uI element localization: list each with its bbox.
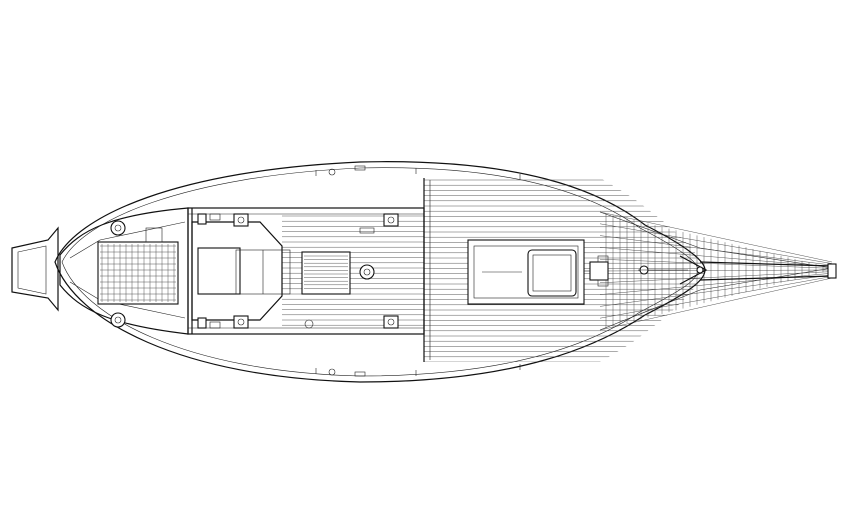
main-hatch xyxy=(301,251,351,295)
drawing-line xyxy=(599,276,833,319)
bowsprit-tip xyxy=(827,263,837,279)
drawing-line xyxy=(599,271,833,284)
drawing-line xyxy=(599,277,833,331)
drawing-line xyxy=(599,223,833,264)
bowsprit-netting xyxy=(599,211,837,331)
small-fitting-bottom xyxy=(304,319,314,329)
drawing-line xyxy=(599,269,833,272)
cleat-bottom-mid xyxy=(233,315,249,329)
drawing-line xyxy=(599,247,833,268)
windlass xyxy=(584,255,609,287)
foredeck xyxy=(423,178,431,362)
fore-hatch xyxy=(467,239,585,305)
maindeck-planking xyxy=(282,215,424,326)
small-fitting-top xyxy=(359,227,375,234)
deck-house xyxy=(191,221,291,321)
drawing-line xyxy=(599,274,833,307)
cleat-top-fwd xyxy=(383,213,399,227)
capstan xyxy=(359,264,375,280)
gunwale-fittings xyxy=(315,165,521,377)
stern-bollard-bottom xyxy=(110,312,126,328)
cleat-top-mid xyxy=(233,213,249,227)
cleat-bottom-fwd xyxy=(383,315,399,329)
stern-bollard-top xyxy=(110,220,126,236)
cleat-bottom-aft xyxy=(197,317,221,329)
drawing-line xyxy=(599,258,833,269)
fore-mast xyxy=(638,265,688,275)
stern-grating xyxy=(97,227,179,305)
drawing-line xyxy=(599,235,833,266)
bow-stem xyxy=(679,255,708,285)
cleat-top-aft xyxy=(197,213,221,225)
